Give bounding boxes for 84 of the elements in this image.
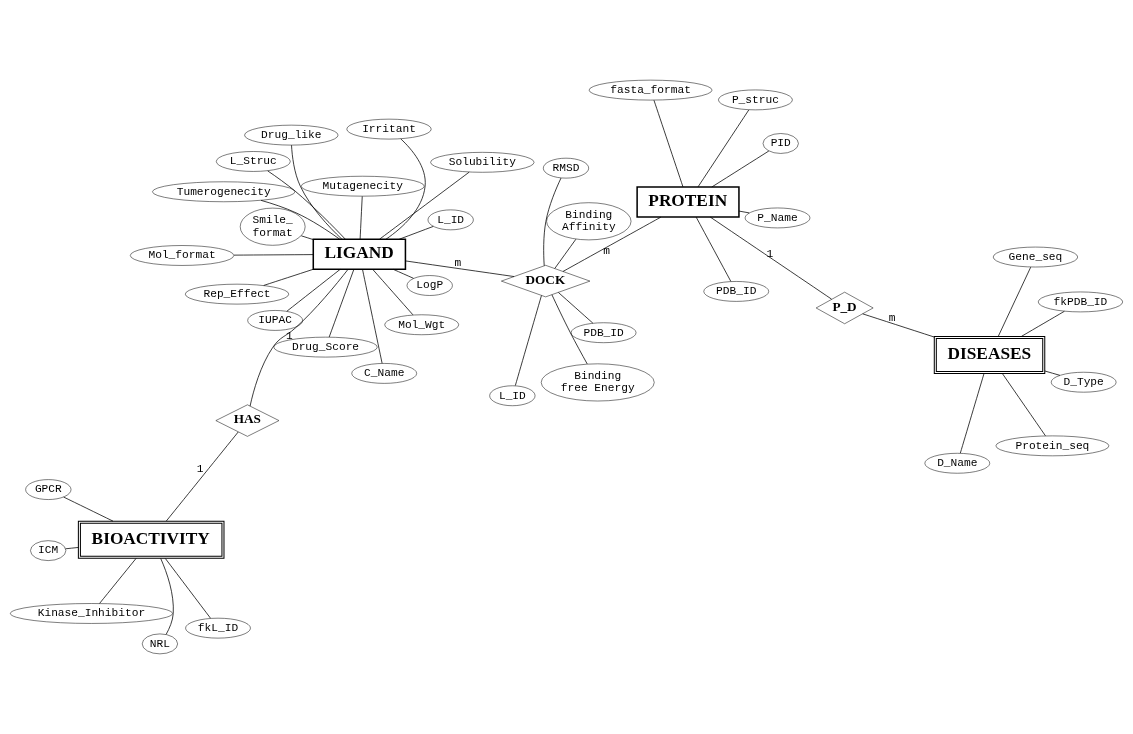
connector — [286, 269, 341, 312]
connector — [99, 558, 137, 604]
node-ellipse: P_Name — [744, 207, 811, 229]
connector — [709, 216, 832, 300]
node-diamond: DOCK — [501, 265, 591, 298]
edge-label: 1 — [766, 247, 774, 260]
connector — [738, 210, 750, 214]
connector — [997, 266, 1032, 337]
connector — [249, 269, 349, 407]
connector — [260, 200, 341, 240]
node-ellipse: Mutagenecity — [300, 175, 425, 197]
connector — [554, 238, 577, 269]
connector — [160, 558, 174, 635]
connector — [328, 269, 355, 338]
connector — [711, 150, 770, 188]
node-ellipse: Drug_like — [244, 124, 339, 146]
node-ellipse: PDB_ID — [570, 322, 637, 343]
node-ellipse: L_ID — [489, 385, 536, 406]
edge-label: m — [888, 312, 896, 325]
connector — [543, 177, 562, 267]
node-ellipse: Binding free Energy — [540, 363, 655, 402]
connector — [372, 269, 414, 316]
connector — [562, 216, 662, 272]
node-ellipse: fasta_format — [588, 79, 713, 101]
node-ellipse: IUPAC — [247, 310, 303, 331]
node-ellipse: Rep_Effect — [185, 283, 290, 305]
connector — [263, 268, 314, 286]
node-ellipse: Mol_Wgt — [384, 314, 459, 335]
node-ellipse: PID — [762, 133, 799, 154]
connector — [653, 99, 684, 188]
node-ellipse: D_Name — [924, 453, 991, 474]
connector — [379, 171, 470, 240]
node-ellipse: Tumerogenecity — [152, 181, 296, 202]
node-ellipse: P_struc — [718, 89, 793, 111]
node-ellipse: Binding Affinity — [546, 202, 632, 241]
node-ellipse: LogP — [406, 275, 453, 296]
connector — [233, 254, 314, 256]
node-ellipse: Solubility — [430, 152, 535, 173]
node-ellipse: PDB_ID — [703, 281, 769, 302]
connector — [63, 496, 114, 522]
node-ellipse: ICM — [30, 540, 67, 561]
node-ellipse: Gene_seq — [992, 246, 1078, 268]
node-ellipse: Irritant — [346, 118, 432, 140]
edge-label: m — [603, 245, 611, 258]
connector — [695, 216, 732, 282]
node-ellipse: D_Type — [1050, 372, 1117, 393]
node-diamond: P_D — [815, 291, 874, 324]
connector — [862, 313, 935, 338]
connector — [165, 431, 239, 522]
node-ellipse: GPCR — [25, 479, 72, 500]
connector — [697, 109, 750, 188]
node-box: LIGAND — [312, 238, 407, 271]
node-ellipse: Kinase_Inhibitor — [10, 603, 173, 624]
connector — [398, 226, 434, 240]
connector — [551, 294, 588, 365]
connector — [1002, 373, 1046, 437]
connector — [514, 295, 542, 386]
connector — [1021, 310, 1065, 337]
node-ellipse: NRL — [141, 633, 178, 655]
edge-label: 1 — [196, 462, 204, 475]
node-ellipse: L_ID — [427, 209, 474, 231]
connector — [405, 260, 515, 277]
connector — [959, 373, 985, 454]
connector — [392, 268, 414, 279]
connector — [291, 144, 343, 240]
node-ellipse: C_Name — [351, 363, 417, 384]
connector — [558, 292, 594, 324]
connector — [1044, 370, 1061, 376]
connector — [164, 558, 211, 619]
node-ellipse: fkL_ID — [185, 617, 251, 639]
node-box: PROTEIN — [636, 186, 740, 218]
node-ellipse: Mol_format — [130, 245, 235, 266]
connector — [362, 269, 383, 364]
node-diamond: HAS — [215, 404, 280, 437]
node-ellipse: Smile_ format — [239, 207, 306, 246]
edge-label: m — [454, 256, 462, 269]
connector — [385, 138, 426, 240]
node-ellipse: L_Struc — [216, 151, 291, 172]
connector — [65, 547, 79, 550]
node-ellipse: Protein_seq — [995, 435, 1110, 457]
node-ellipse: RMSD — [543, 157, 589, 179]
connector — [300, 235, 314, 240]
node-ellipse: fkPDB_ID — [1037, 291, 1123, 313]
connector — [359, 196, 363, 240]
